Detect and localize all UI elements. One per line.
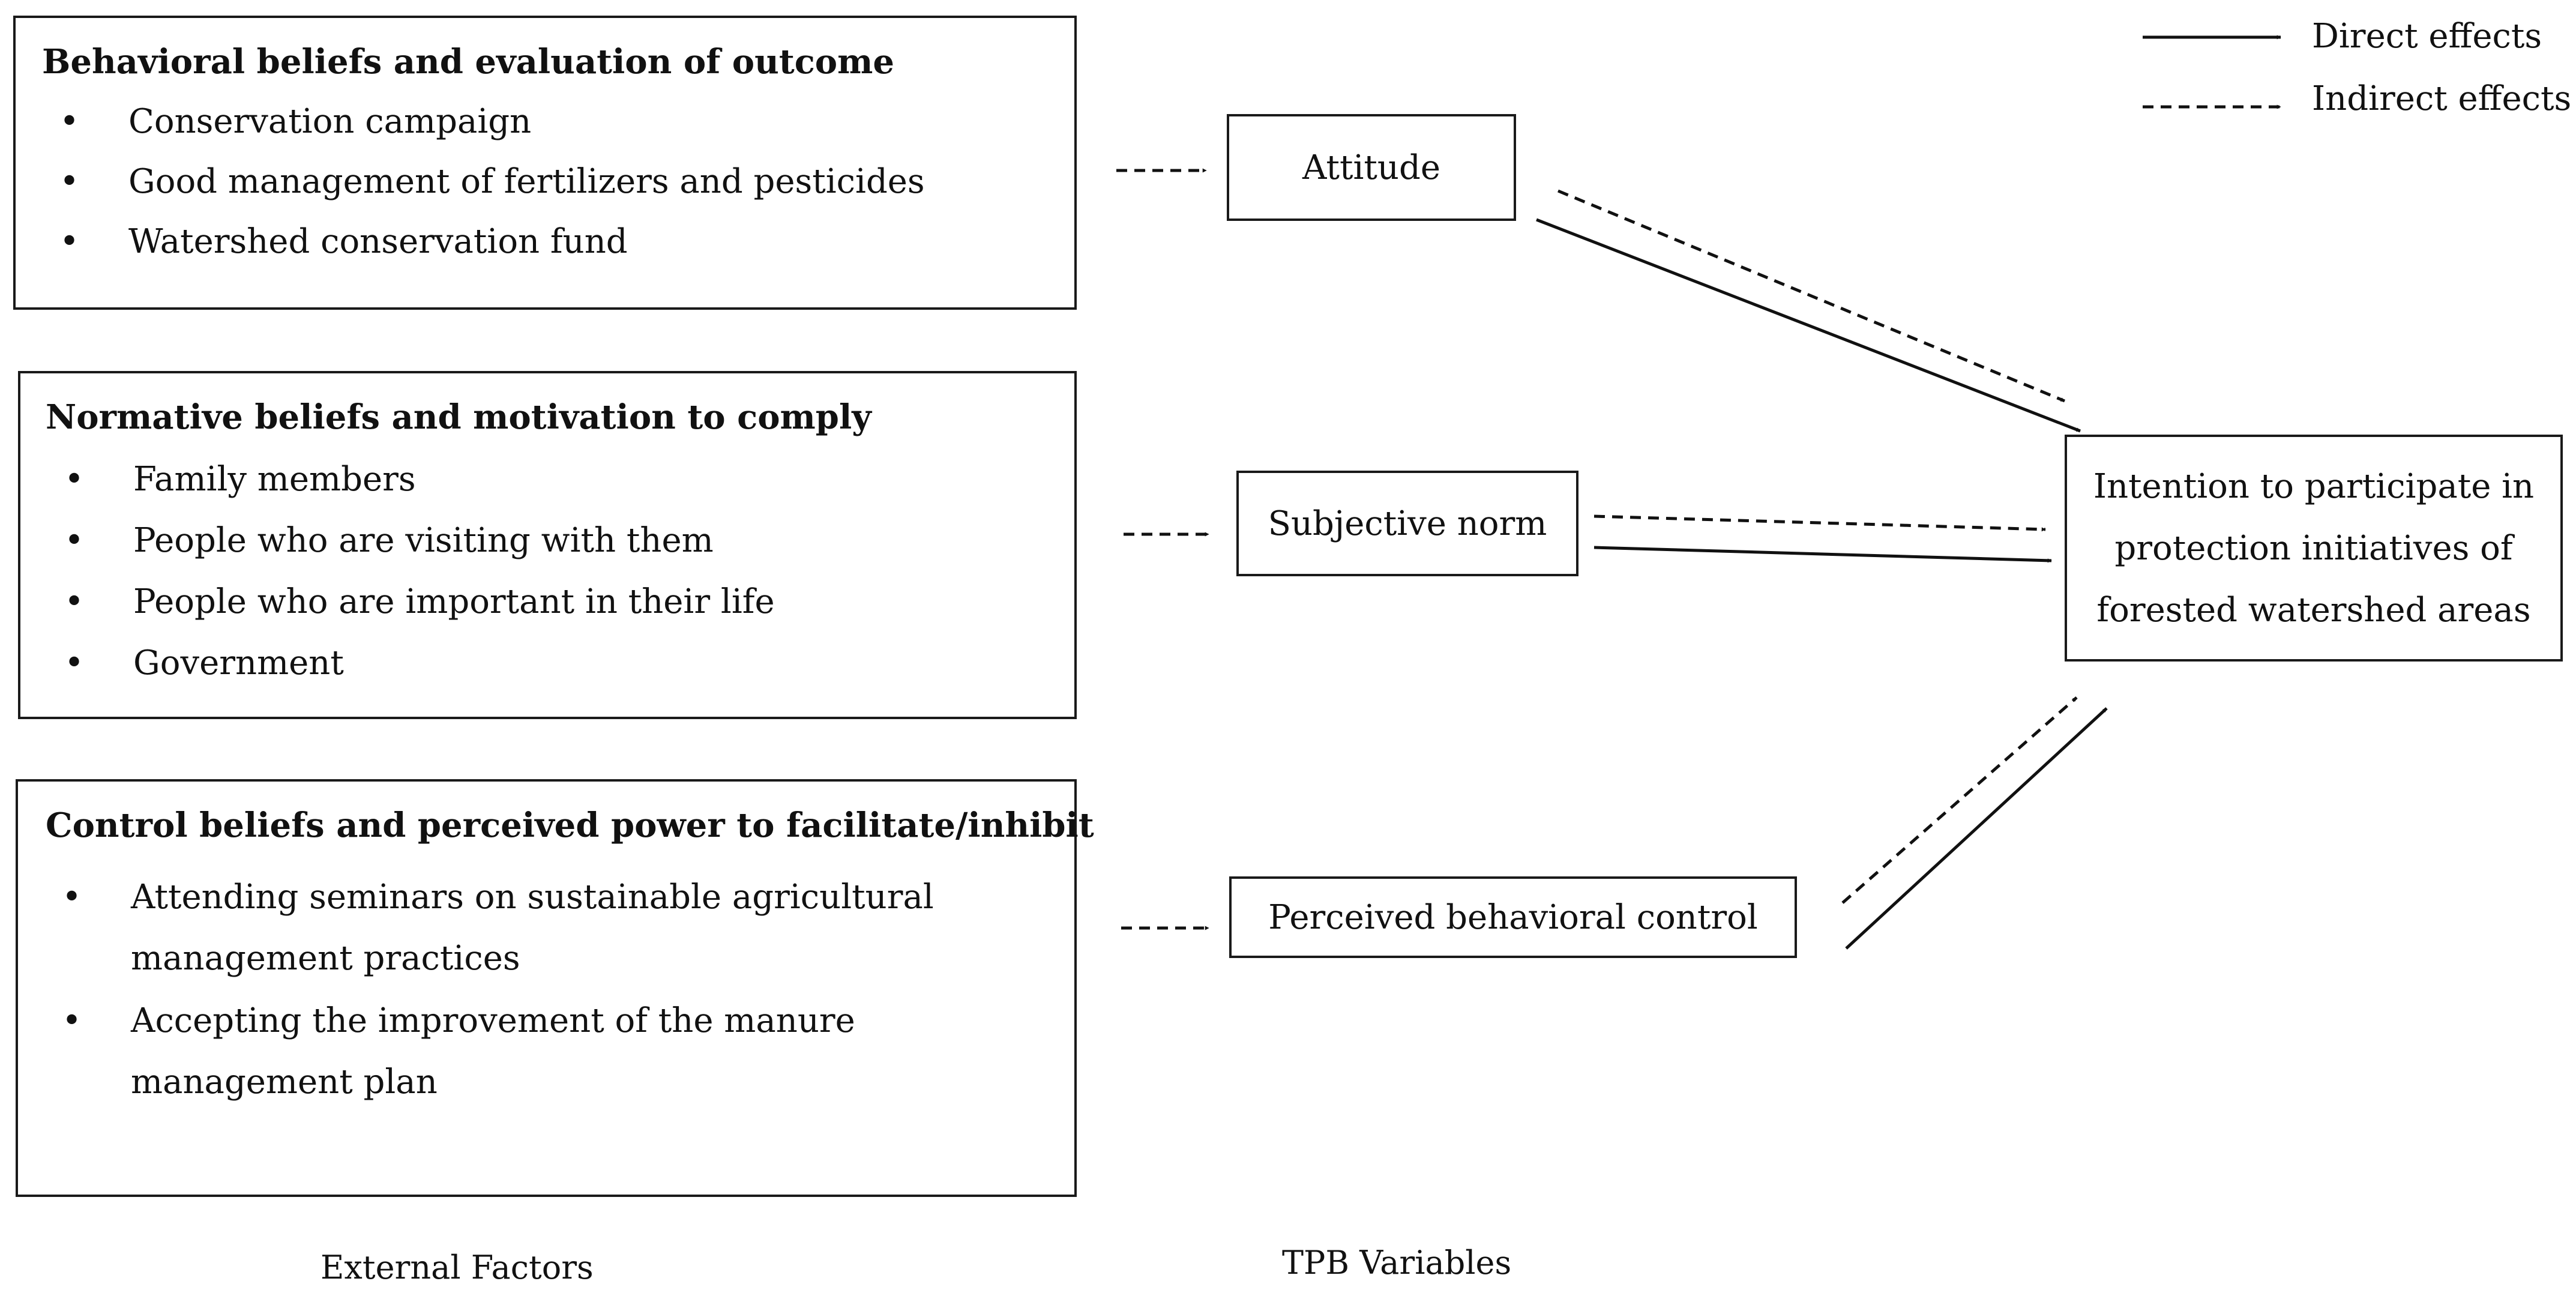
list-item: •Government [64,643,344,683]
normative-beliefs-box: Normative beliefs and motivation to comp… [18,371,1077,719]
bullet-icon: • [59,222,80,261]
intention-line-1: Intention to participate in [2093,466,2535,506]
subjective-norm-label: Subjective norm [1268,504,1547,543]
intention-box: Intention to participate in protection i… [2065,435,2563,662]
behavioral-beliefs-box: Behavioral beliefs and evaluation of out… [13,16,1077,310]
perceived-behavioral-control-label: Perceived behavioral control [1268,897,1758,937]
bullet-icon: • [64,460,85,499]
control-beliefs-box: Control beliefs and perceived power to f… [16,779,1094,1197]
list-item: •Conservation campaign [59,102,532,141]
attitude-direct-arrow [1536,218,2081,433]
attitude-indirect-arrow [1557,189,2065,403]
intention-line-2: protection initiatives of [2114,528,2513,568]
intention-line-3: forested watershed areas [2096,590,2531,630]
bullet-icon: • [64,643,85,683]
list-item: •Watershed conservation fund [59,222,628,261]
bullet-icon: • [62,878,82,917]
attitude-box: Attitude [1227,114,1516,221]
bullet-icon: • [59,102,80,141]
legend-direct-label: Direct effects [2312,17,2542,56]
control-beliefs-heading: Control beliefs and perceived power to f… [46,806,1094,845]
bullet-icon: • [64,582,85,621]
list-item: •Good management of fertilizers and pest… [59,162,925,201]
subjective-norm-indirect-arrow [1593,514,2046,532]
bullet-icon: • [62,1001,82,1040]
normative-beliefs-list: •Family members •People who are visiting… [37,460,775,705]
subjective-norm-box: Subjective norm [1236,471,1578,576]
normative-beliefs-heading: Normative beliefs and motivation to comp… [46,397,871,437]
list-item: •Accepting the improvement of the manure… [35,990,934,1114]
pbc-direct-arrow [1845,707,2108,950]
behavioral-beliefs-heading: Behavioral beliefs and evaluation of out… [42,42,895,82]
external-factors-caption: External Factors [320,1249,594,1286]
legend-indirect-label: Indirect effects [2312,79,2572,118]
perceived-behavioral-control-box: Perceived behavioral control [1229,876,1797,958]
bullet-icon: • [59,162,80,201]
pbc-indirect-arrow [1841,696,2078,904]
behavioral-beliefs-list: •Conservation campaign •Good management … [32,102,925,282]
list-item: •Attending seminars on sustainable agric… [35,867,934,990]
bullet-icon: • [64,521,85,560]
list-item: •People who are important in their life [64,582,775,621]
list-item: •People who are visiting with them [64,521,714,560]
list-item: •Family members [64,460,416,499]
control-beliefs-list: •Attending seminars on sustainable agric… [35,867,934,1114]
attitude-label: Attitude [1302,148,1440,187]
subjective-norm-direct-arrow [1593,546,2052,563]
tpb-variables-caption: TPB Variables [1282,1244,1512,1282]
